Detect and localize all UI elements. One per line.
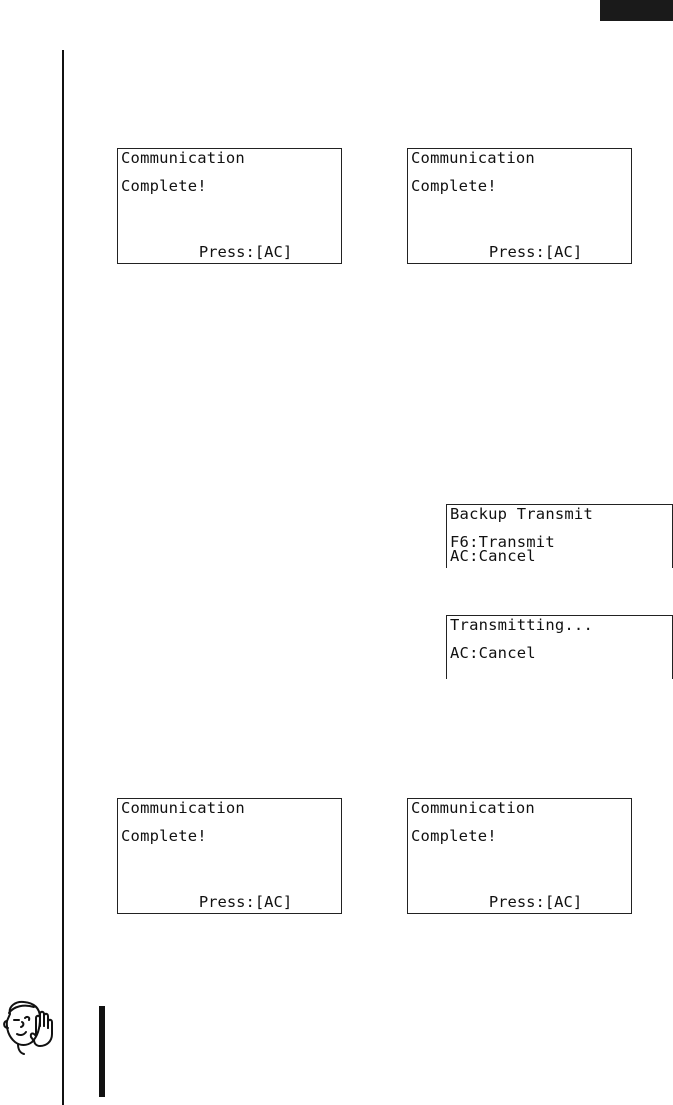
- lcd-press-prompt: Press:[AC]: [408, 892, 631, 911]
- lcd-line-ac-cancel: AC:Cancel: [450, 547, 536, 565]
- note-sidebar-bar: [99, 1006, 105, 1097]
- lcd-line-1: Communication: [121, 799, 245, 817]
- lcd-line-2: Complete!: [121, 827, 207, 845]
- lcd-line-transmitting: Transmitting...: [450, 616, 593, 634]
- lcd-press-prompt: Press:[AC]: [118, 892, 341, 911]
- lcd-line-2: Complete!: [121, 177, 207, 195]
- lcd-press-prompt: Press:[AC]: [118, 242, 341, 261]
- lcd-line-1: Communication: [411, 149, 535, 167]
- margin-rule: [62, 50, 64, 1105]
- lcd-line-1: Communication: [121, 149, 245, 167]
- page-tab-marker: [600, 0, 673, 21]
- lcd-screen-complete-bottom-left: Communication Complete! Press:[AC]: [117, 798, 342, 914]
- lcd-line-f6-transmit: F6:Transmit: [450, 533, 555, 551]
- press-ac-label: Press:[AC]: [198, 242, 293, 261]
- lcd-screen-transmitting: Transmitting... AC:Cancel: [446, 615, 673, 679]
- thinking-face-icon: [0, 996, 56, 1058]
- lcd-press-prompt: Press:[AC]: [408, 242, 631, 261]
- lcd-line-2: Complete!: [411, 827, 497, 845]
- lcd-screen-complete-top-left: Communication Complete! Press:[AC]: [117, 148, 342, 264]
- lcd-screen-complete-top-right: Communication Complete! Press:[AC]: [407, 148, 632, 264]
- lcd-line-title: Backup Transmit: [450, 505, 593, 523]
- press-ac-label: Press:[AC]: [488, 892, 583, 911]
- lcd-line-2: Complete!: [411, 177, 497, 195]
- lcd-line-1: Communication: [411, 799, 535, 817]
- press-ac-label: Press:[AC]: [488, 242, 583, 261]
- lcd-line-ac-cancel: AC:Cancel: [450, 644, 536, 662]
- press-ac-label: Press:[AC]: [198, 892, 293, 911]
- lcd-screen-complete-bottom-right: Communication Complete! Press:[AC]: [407, 798, 632, 914]
- lcd-screen-backup-transmit: Backup Transmit F6:Transmit AC:Cancel: [446, 504, 673, 568]
